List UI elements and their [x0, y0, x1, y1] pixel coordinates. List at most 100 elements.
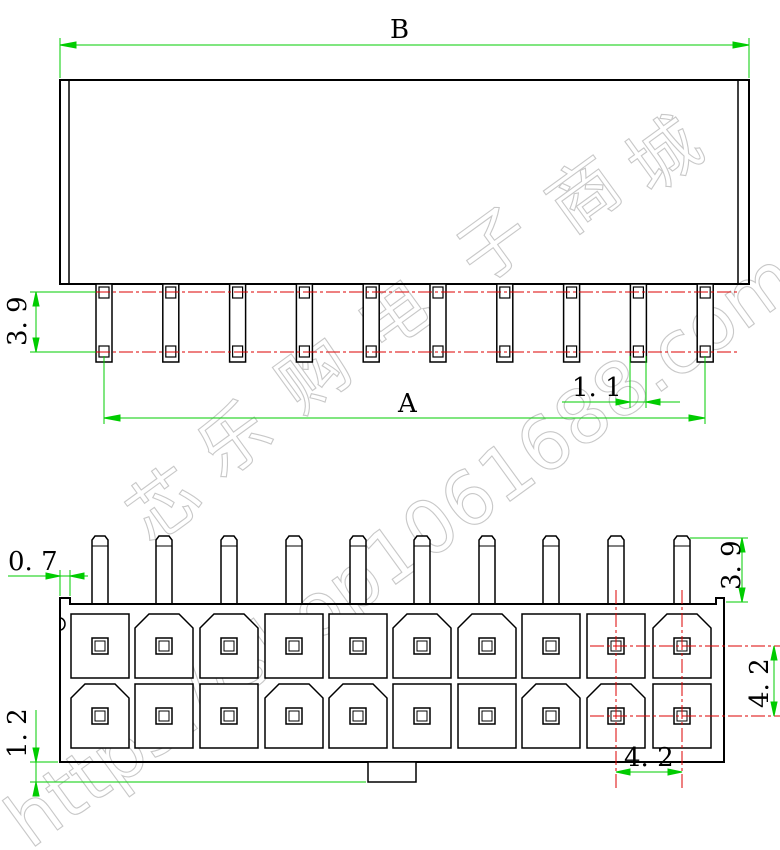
cavity-r1-c4	[264, 613, 324, 679]
cavity-r2-c5-contact	[349, 707, 367, 725]
cavity-r2-c5-contact-inner	[352, 710, 364, 722]
cavity-r2-c3-contact-inner	[223, 710, 235, 722]
dim-b-arrow-left	[59, 41, 77, 49]
watermark-char-3: 购	[262, 321, 367, 428]
housing-front-outline	[59, 597, 725, 763]
dim-a-arrow-left	[103, 414, 121, 422]
cavity-r2-c1	[70, 683, 130, 749]
top-pin-7	[496, 283, 514, 363]
label-12: 1. 2	[3, 708, 33, 758]
cavity-r2-c7-contact	[478, 707, 496, 725]
cavity-r2-c2-contact	[155, 707, 173, 725]
cavity-r2-c5	[328, 683, 388, 749]
front-pin-3	[220, 535, 238, 604]
cavity-r1-c7-contact-inner	[481, 640, 493, 652]
cavity-r1-c1-contact	[91, 637, 109, 655]
front-pin-9	[607, 535, 625, 604]
dimension-labels: B A 1. 1 3. 9 0. 7 3. 9 4. 2 4. 2 1. 2	[3, 15, 775, 773]
watermark-char-6: 商	[532, 141, 637, 248]
cavity-r1-c5-contact-inner	[352, 640, 364, 652]
front-pin-1	[91, 535, 109, 604]
top-pin-9	[629, 283, 648, 363]
dim-11-arrow-right	[645, 398, 661, 406]
front-view-pins	[91, 535, 691, 604]
dim-42-v-arrow-up	[770, 645, 778, 661]
cavity-r2-c7	[457, 683, 517, 749]
front-pin-4	[285, 535, 303, 604]
dim-07-arrow-right	[69, 572, 85, 580]
top-view-dimensions	[30, 38, 750, 424]
front-pin-6	[413, 535, 431, 604]
dim-b-arrow-right	[732, 41, 750, 49]
cavity-r1-c8	[521, 613, 581, 679]
top-pin-5	[362, 283, 380, 363]
dim-12-arrow-down	[32, 781, 40, 797]
cavity-r2-c8-contact	[542, 707, 560, 725]
front-pin-5	[349, 535, 367, 604]
top-pin-6	[429, 283, 447, 363]
front-pin-7	[478, 535, 496, 604]
cavity-r1-c8-contact-inner	[545, 640, 557, 652]
cavity-r2-c6	[392, 683, 452, 749]
label-a: A	[397, 389, 418, 419]
dim-42-v-arrow-down	[770, 701, 778, 717]
dim-a-arrow-right	[688, 414, 706, 422]
cavity-r2-c8	[521, 683, 581, 749]
cavity-r1-c5-contact	[349, 637, 367, 655]
cavity-r1-c6-contact-inner	[416, 640, 428, 652]
cavity-r2-c8-contact-inner	[545, 710, 557, 722]
cavity-r2-c7-contact-inner	[481, 710, 493, 722]
watermark-char-5: 子	[442, 191, 547, 298]
cavity-r2-c3-contact	[220, 707, 238, 725]
cavity-r2-c6-contact-inner	[416, 710, 428, 722]
front-pin-10	[673, 535, 691, 604]
cavity-r2-c2	[134, 683, 194, 749]
dim-42-h-arrow-left	[615, 768, 631, 776]
top-view	[50, 79, 750, 363]
dim-39-front-arrow-down	[738, 587, 746, 603]
cavity-r1-c3-contact	[220, 637, 238, 655]
latch-tab	[367, 761, 417, 783]
label-b: B	[390, 15, 409, 45]
housing-top-body	[59, 79, 750, 285]
top-pin-8	[562, 283, 581, 363]
top-pin-3	[228, 283, 247, 363]
cavity-r1-c3	[199, 613, 259, 679]
dim-07-arrow-left	[45, 572, 61, 580]
cavity-r1-c3-contact-inner	[223, 640, 235, 652]
cavity-r1-c2-contact	[155, 637, 173, 655]
label-42-h: 4. 2	[624, 743, 674, 773]
watermark-char-2: 乐	[182, 386, 287, 493]
front-view	[59, 535, 780, 790]
cavity-r1-c1	[70, 613, 130, 679]
cavity-r1-c6	[392, 613, 452, 679]
cavity-r2-c6-contact	[413, 707, 431, 725]
dim-11-arrow-left	[615, 398, 631, 406]
top-view-pins	[95, 283, 714, 363]
cavity-r2-c4	[264, 683, 324, 749]
label-11: 1. 1	[572, 373, 622, 403]
cavity-r2-c4-contact-inner	[288, 710, 300, 722]
dim-39-top-arrow-up	[32, 291, 40, 307]
dim-39-top-arrow-down	[32, 337, 40, 353]
housing-side-notch	[59, 617, 66, 631]
top-pin-4	[295, 283, 314, 363]
cavity-r1-c8-contact	[542, 637, 560, 655]
cavity-r2-c2-contact-inner	[158, 710, 170, 722]
label-39-front: 3. 9	[717, 540, 747, 590]
front-pin-8	[542, 535, 560, 604]
cavity-r1-c2-contact-inner	[158, 640, 170, 652]
cavity-r1-c7-contact	[478, 637, 496, 655]
cavity-r1-c2	[134, 613, 194, 679]
label-39-top: 3. 9	[3, 296, 33, 346]
cavity-r1-c4-contact	[285, 637, 303, 655]
front-pin-2	[155, 535, 173, 604]
cavity-r1-c4-contact-inner	[288, 640, 300, 652]
label-07: 0. 7	[8, 547, 58, 577]
watermark-char-7: 城	[612, 101, 717, 208]
cavity-r2-c1-contact-inner	[94, 710, 106, 722]
dim-42-h-arrow-right	[667, 768, 683, 776]
cavity-r1-c1-contact-inner	[94, 640, 106, 652]
dim-12-arrow-up	[32, 747, 40, 763]
